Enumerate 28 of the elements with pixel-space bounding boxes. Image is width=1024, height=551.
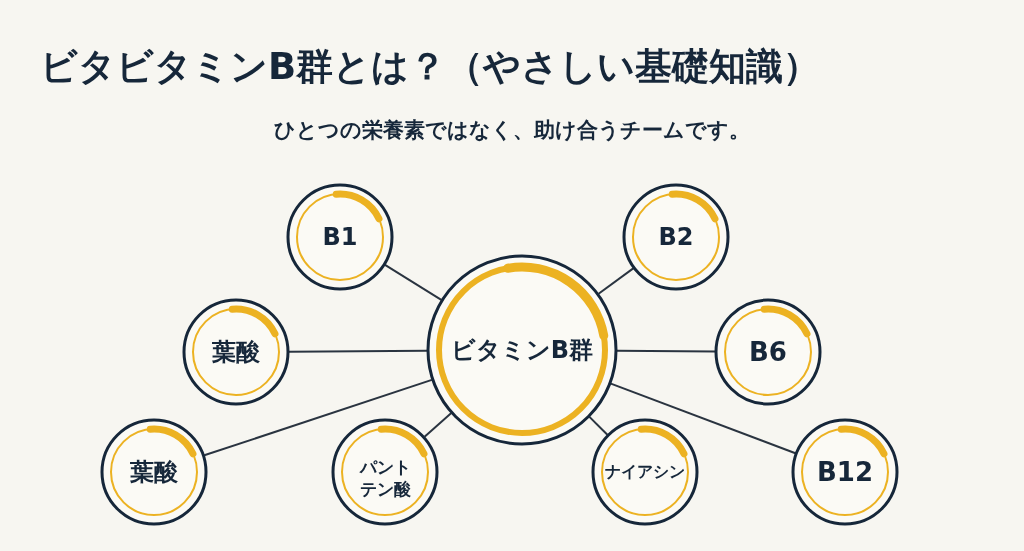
node-label: B1 (322, 223, 358, 251)
circle-node (331, 418, 439, 526)
connector-line (597, 267, 635, 295)
connector-line (609, 382, 797, 455)
connector-line (616, 349, 716, 353)
connector-line (203, 378, 433, 457)
circle-node (100, 418, 208, 526)
circle-node (791, 418, 899, 526)
subtitle: ひとつの栄養素ではなく、助け合うチームです。 (274, 117, 750, 144)
circle-node (714, 298, 822, 406)
node-label: 葉酸 (212, 337, 260, 368)
circle-node (426, 254, 618, 446)
circle-node (622, 183, 730, 291)
title: ビタビタミンB群とは？（やさしい基礎知識） (40, 44, 821, 90)
node-label: パントテン酸 (358, 457, 412, 500)
node-label: B6 (749, 337, 787, 367)
connector-line (288, 349, 428, 353)
circle-node (591, 418, 699, 526)
node-label: B2 (658, 223, 694, 251)
circle-node (182, 298, 290, 406)
node-label: ナイアシン (605, 461, 685, 483)
node-label: B12 (817, 457, 873, 487)
connector-line (384, 263, 443, 301)
circle-node (286, 183, 394, 291)
connector-line (588, 415, 609, 436)
node-label: 葉酸 (130, 457, 178, 488)
connector-line (423, 412, 453, 438)
node-label: ビタミンB群 (450, 335, 594, 366)
